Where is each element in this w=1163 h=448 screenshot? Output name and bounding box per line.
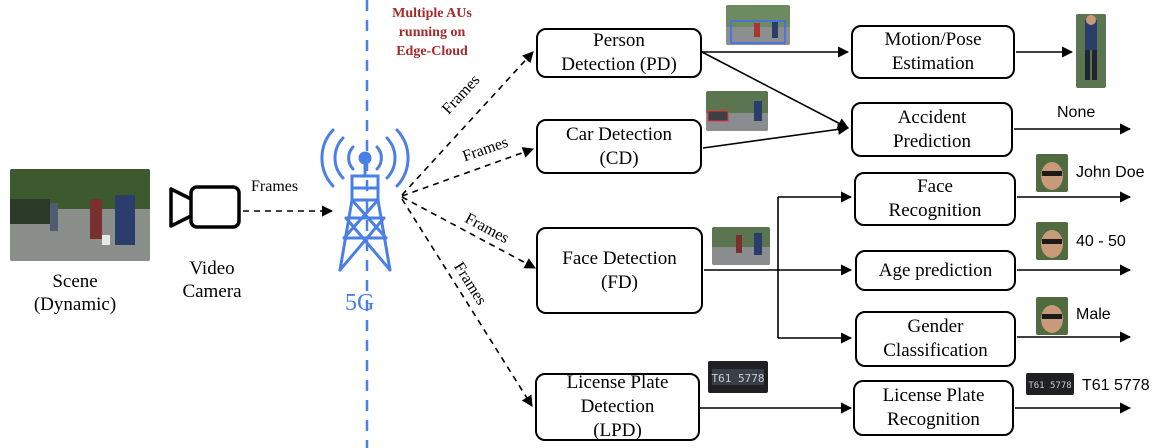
facerec-line1: Face <box>917 176 953 197</box>
edge-cloud-note: Multiple AUs running on Edge-Cloud <box>372 4 492 61</box>
lpr-output-label: T61 5778 <box>1082 377 1150 394</box>
lpr-line1: License Plate <box>882 385 985 406</box>
camera-label-line1: Video <box>189 258 235 279</box>
accident-prediction-box: Accident Prediction <box>851 102 1013 157</box>
svg-text:T61 5778: T61 5778 <box>712 372 765 385</box>
5g-tower-icon <box>320 128 410 272</box>
svg-text:T61 5778: T61 5778 <box>1028 381 1071 391</box>
cd-line2: (CD) <box>599 147 639 169</box>
motion-line1: Motion/Pose <box>884 29 982 50</box>
scene-label: Scene (Dynamic) <box>10 270 140 316</box>
gender-line2: Classification <box>883 340 988 361</box>
pd-thumbnail <box>726 5 790 45</box>
edge-note-line3: Edge-Cloud <box>396 44 468 59</box>
frames-camera-label: Frames <box>251 178 299 195</box>
car-detection-box: Car Detection (CD) <box>536 119 702 174</box>
lpd-thumbnail: T61 5778 <box>708 361 768 393</box>
fd-line2: (FD) <box>601 271 638 293</box>
gender-output-label: Male <box>1076 306 1111 323</box>
pd-line1: Person <box>593 30 645 51</box>
gender-classification-box: Gender Classification <box>855 311 1016 367</box>
edge-note-line1: Multiple AUs <box>392 6 472 21</box>
cd-thumbnail <box>706 91 768 131</box>
age-line1: Age prediction <box>878 259 993 281</box>
tower-to-cd-arrow <box>401 147 535 197</box>
5g-label: 5G <box>345 290 375 316</box>
pd-line2: Detection (PD) <box>561 54 677 75</box>
face-thumb-gender <box>1036 297 1068 335</box>
fd-line1: Face Detection <box>562 247 677 269</box>
age-prediction-box: Age prediction <box>855 250 1016 291</box>
scene-label-line2: (Dynamic) <box>33 294 117 315</box>
face-thumb-age <box>1036 222 1068 260</box>
motion-thumbnail <box>1076 14 1106 88</box>
edge-note-line2: running on <box>398 25 466 40</box>
motion-line2: Estimation <box>891 53 975 74</box>
plate-thumb-lpr: T61 5778 <box>1026 373 1074 395</box>
scene-photo <box>10 169 150 261</box>
pd-to-accident-arrow <box>701 51 849 129</box>
facerec-output-label: John Doe <box>1076 164 1145 181</box>
accident-output-label: None <box>1057 104 1096 121</box>
motion-pose-box: Motion/Pose Estimation <box>851 25 1015 79</box>
lpd-line3: (LPD) <box>593 420 642 441</box>
camera-label: Video Camera <box>160 257 264 303</box>
video-camera-icon <box>169 185 241 229</box>
fd-thumbnail <box>712 227 770 265</box>
tower-to-fd-arrow <box>401 196 536 269</box>
face-thumb-facerec <box>1036 154 1068 192</box>
gender-line1: Gender <box>907 316 964 337</box>
lpd-line1: License Plate <box>566 372 669 393</box>
lpd-line2: Detection <box>580 396 655 417</box>
license-plate-detection-box: License Plate Detection (LPD) <box>535 372 700 441</box>
person-detection-box: Person Detection (PD) <box>536 28 702 78</box>
accident-line1: Accident <box>897 106 967 128</box>
accident-line2: Prediction <box>892 130 972 152</box>
scene-label-line1: Scene <box>52 271 98 292</box>
facerec-line2: Recognition <box>888 200 982 221</box>
lpr-line2: Recognition <box>887 409 980 430</box>
face-recognition-box: Face Recognition <box>854 172 1016 226</box>
camera-label-line2: Camera <box>182 281 242 302</box>
tower-to-lpd-arrow <box>401 198 533 407</box>
license-plate-recognition-box: License Plate Recognition <box>853 380 1014 436</box>
cd-line1: Car Detection <box>565 123 673 145</box>
face-detection-box: Face Detection (FD) <box>536 227 703 314</box>
cd-to-accident-arrow <box>702 123 850 149</box>
age-output-label: 40 - 50 <box>1076 233 1126 250</box>
